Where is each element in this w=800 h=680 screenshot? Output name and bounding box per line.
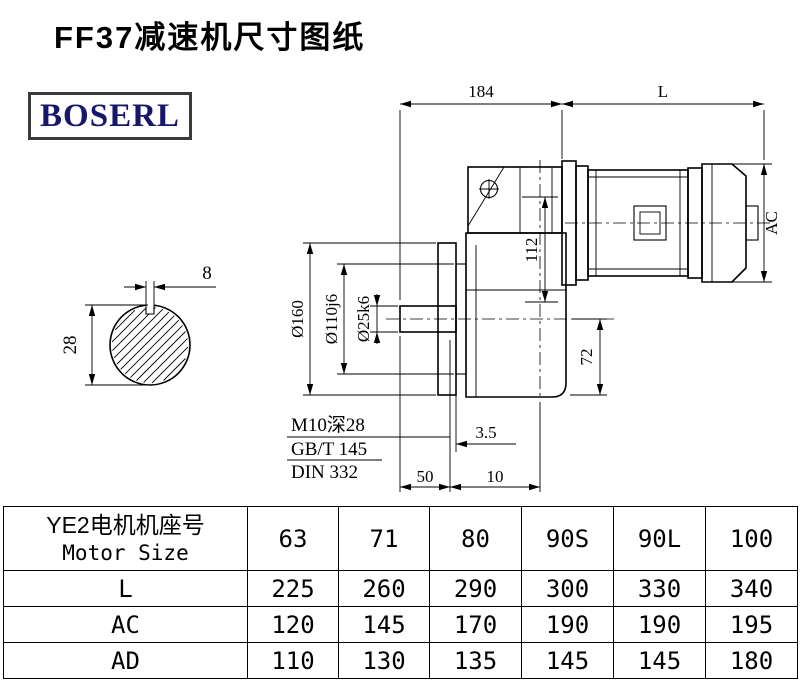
motor-side-view: [561, 160, 759, 286]
dim-AC-label: AC: [762, 211, 781, 235]
table-row-AD: AD 110 130 135 145 145 180: [3, 642, 798, 679]
output-shaft: [399, 305, 457, 333]
dim-8-label: 8: [202, 263, 212, 284]
table-row-L: L 225 260 290 300 330 340: [3, 570, 798, 607]
dim-3-5-label: 3.5: [475, 423, 496, 442]
value-cell: 180: [705, 642, 798, 679]
page-title: FF37减速机尺寸图纸: [54, 20, 366, 55]
column-header-71: 71: [338, 506, 430, 571]
value-cell: 170: [429, 606, 522, 643]
value-cell: 110: [247, 642, 339, 679]
value-cell: 145: [613, 642, 706, 679]
dim-184-label: 184: [468, 82, 494, 101]
shaft-circle: [109, 304, 191, 386]
value-cell: 300: [521, 570, 614, 607]
value-cell: 225: [247, 570, 339, 607]
motor-size-header-en: Motor Size: [62, 540, 189, 565]
value-cell: 190: [521, 606, 614, 643]
motor-size-table: YE2电机机座号 Motor Size 63 71 80 90S 90L 100…: [3, 506, 798, 679]
value-cell: 260: [338, 570, 430, 607]
shaft-cross-section: [109, 302, 191, 386]
value-cell: 130: [338, 642, 430, 679]
value-cell: 195: [705, 606, 798, 643]
table-header-row: YE2电机机座号 Motor Size 63 71 80 90S 90L 100: [3, 506, 798, 571]
motor-size-header-cell: YE2电机机座号 Motor Size: [3, 506, 248, 571]
fan-cowl-cap: [745, 205, 759, 241]
dim-dia25-label: Ø25k6: [354, 296, 373, 342]
dim-L-label: L: [658, 82, 668, 101]
column-header-90S: 90S: [521, 506, 614, 571]
brand-logo-text: BOSERL: [40, 97, 180, 134]
value-cell: 135: [429, 642, 522, 679]
gearbox-side-view: [465, 166, 567, 398]
dim-50-label: 50: [417, 467, 434, 486]
keyway-notch: [145, 305, 155, 315]
table-row-AC: AC 120 145 170 190 190 195: [3, 606, 798, 643]
note-gb-label: GB/T 145: [291, 439, 367, 460]
dim-28-label: 28: [60, 336, 81, 355]
column-header-100: 100: [705, 506, 798, 571]
dim-10-label: 10: [487, 467, 504, 486]
dim-72-label: 72: [577, 349, 596, 366]
note-thread-label: M10深28: [291, 414, 365, 436]
dimension-drawing: 184 L AC 112 72 Ø160: [60, 82, 781, 492]
note-din-label: DIN 332: [291, 462, 358, 483]
dim-dia110-label: Ø110j6: [322, 294, 341, 344]
value-cell: 145: [521, 642, 614, 679]
value-cell: 120: [247, 606, 339, 643]
column-header-63: 63: [247, 506, 339, 571]
row-label-AC: AC: [3, 606, 248, 643]
value-cell: 330: [613, 570, 706, 607]
section-hatching: [111, 306, 189, 384]
value-cell: 290: [429, 570, 522, 607]
dim-dia160-label: Ø160: [288, 300, 307, 338]
dim-112-label: 112: [522, 238, 541, 263]
value-cell: 190: [613, 606, 706, 643]
terminal-box: [633, 205, 667, 241]
value-cell: 145: [338, 606, 430, 643]
dimension-annotations: 184 L AC 112 72 Ø160: [60, 82, 781, 492]
row-label-L: L: [3, 570, 248, 607]
motor-size-header-zh: YE2电机机座号: [46, 511, 205, 538]
output-flange-and-shaft: [399, 242, 467, 396]
centerlines: [386, 160, 773, 400]
column-header-80: 80: [429, 506, 522, 571]
value-cell: 340: [705, 570, 798, 607]
row-label-AD: AD: [3, 642, 248, 679]
column-header-90L: 90L: [613, 506, 706, 571]
brand-logo: BOSERL: [28, 92, 192, 140]
